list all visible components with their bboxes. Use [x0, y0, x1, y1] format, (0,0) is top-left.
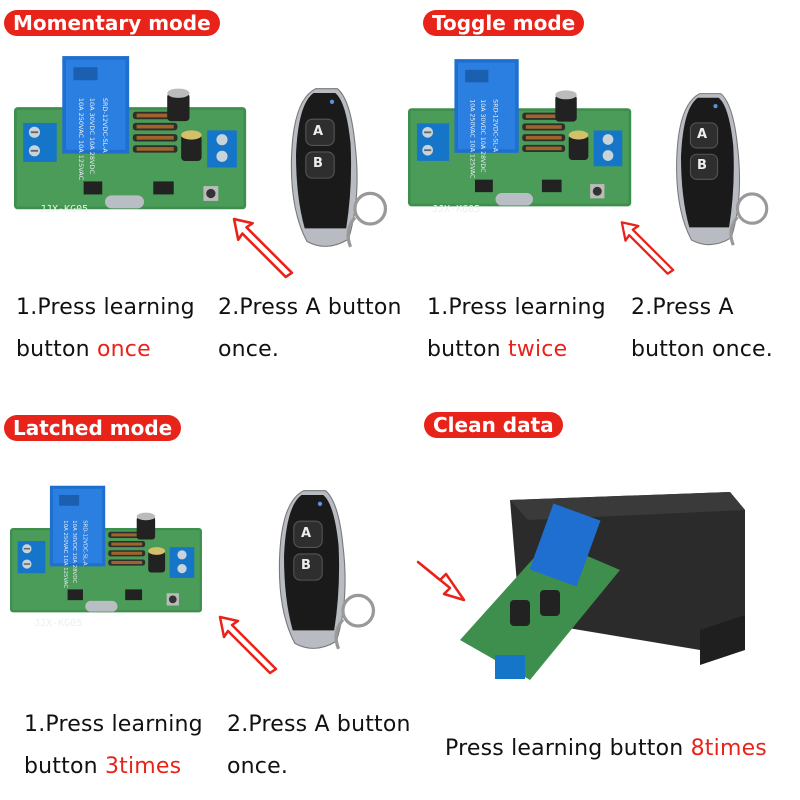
momentary-mode-section: Momentary mode JJX-KG05 A B 1.Press lear…: [0, 0, 402, 400]
receiver-board-angled: [460, 503, 620, 680]
toggle-step-1: 1.Press learning button twice: [427, 295, 606, 362]
momentary-step-2: 2.Press A button once.: [218, 295, 402, 362]
remote-control: [289, 88, 388, 249]
toggle-mode-section: Toggle mode JJX-KG05 A B 1.Press learnin…: [400, 0, 800, 400]
remote-b-label: B: [301, 558, 311, 573]
remote-b-label: B: [697, 158, 707, 173]
toggle-mode-label: Toggle mode: [423, 10, 585, 36]
remote-a-label: A: [301, 526, 311, 541]
pointer-arrow: [218, 615, 278, 675]
toggle-step-2: 2.Press A button once.: [631, 295, 773, 362]
receiver-board: [408, 58, 633, 208]
board-label: JJX-KG05: [40, 204, 88, 215]
momentary-product-scene: JJX-KG05 A B: [0, 50, 400, 290]
pointer-arrow: [232, 217, 294, 279]
remote-b-label: B: [313, 156, 323, 171]
remote-a-label: A: [313, 124, 323, 139]
clean-data-label: Clean data: [424, 412, 563, 438]
momentary-mode-label: Momentary mode: [4, 10, 220, 36]
direction-arrow: [416, 560, 466, 602]
board-label: JJX-KG05: [34, 618, 82, 629]
latched-product-scene: JJX-KG05 A B: [0, 460, 400, 700]
remote-control: [277, 490, 376, 651]
latched-step-1: 1.Press learning button 3times: [24, 712, 203, 779]
highlight-count: twice: [507, 337, 568, 362]
latched-step-2: 2.Press A button once.: [227, 712, 411, 779]
remote-a-label: A: [697, 127, 707, 142]
remote-control: [674, 92, 769, 247]
clean-product-scene: [400, 450, 800, 690]
highlight-count: once: [96, 337, 151, 362]
latched-mode-label: Latched mode: [4, 415, 182, 441]
toggle-product-scene: JJX-KG05 A B: [400, 50, 800, 290]
clean-data-section: Clean data Press learning button: [400, 400, 800, 800]
pointer-arrow: [620, 220, 675, 276]
momentary-step-1: 1.Press learning button once: [16, 295, 195, 362]
highlight-count: 8times: [690, 736, 767, 761]
clean-instruction: Press learning button 8times: [445, 736, 767, 761]
receiver-board: [10, 484, 203, 614]
board-label: JJX-KG05: [432, 204, 480, 215]
highlight-count: 3times: [104, 754, 182, 779]
receiver-board: [14, 55, 248, 211]
latched-mode-section: Latched mode JJX-KG05 A B 1.Press learni…: [0, 400, 411, 800]
